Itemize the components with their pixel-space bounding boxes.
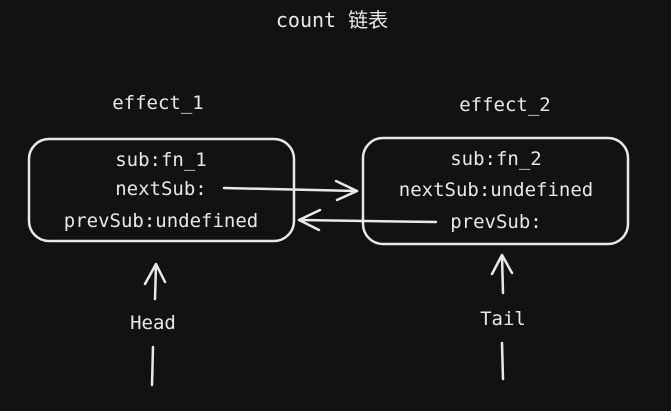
head-line bbox=[150, 345, 155, 387]
node-1-prev-field: prevSub:undefined bbox=[64, 210, 258, 232]
node-2-box bbox=[361, 136, 630, 246]
head-up-arrow bbox=[143, 262, 167, 301]
node-1-label: effect_1 bbox=[112, 92, 204, 114]
tail-pointer-label: Tail bbox=[480, 308, 526, 330]
node-2-next-field: nextSub:undefined bbox=[399, 179, 593, 201]
tail-up-arrow bbox=[490, 253, 514, 295]
head-pointer-label: Head bbox=[130, 312, 176, 334]
diagram-title: count 链表 bbox=[276, 8, 388, 32]
node-1-sub-field: sub:fn_1 bbox=[115, 149, 207, 171]
node-2-label: effect_2 bbox=[459, 94, 551, 116]
node-1-next-field: nextSub: bbox=[115, 178, 207, 200]
prev-pointer-arrow bbox=[297, 208, 438, 232]
next-pointer-arrow bbox=[222, 179, 359, 202]
tail-line bbox=[500, 341, 505, 381]
node-2-sub-field: sub:fn_2 bbox=[450, 148, 542, 170]
node-2-prev-field: prevSub: bbox=[450, 211, 542, 233]
